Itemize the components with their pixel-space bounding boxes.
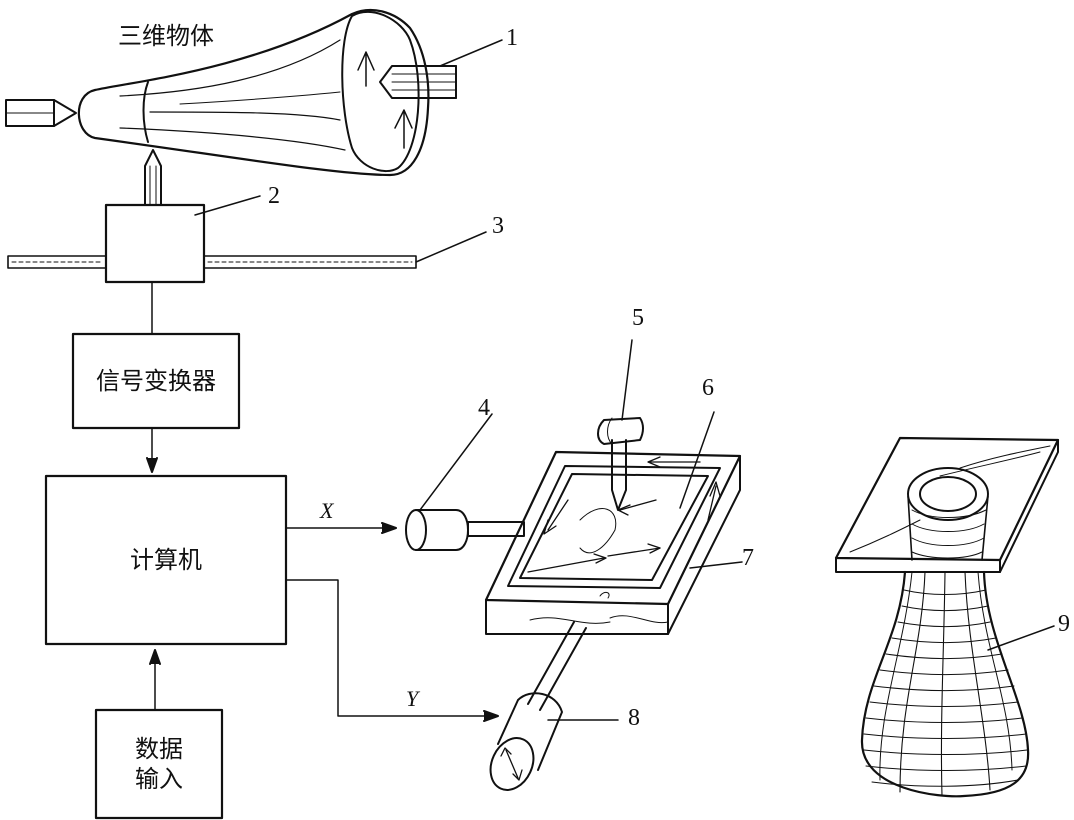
part-label-1: 1 bbox=[506, 25, 518, 51]
tool-5 bbox=[597, 339, 644, 511]
probe-bottom bbox=[144, 149, 162, 206]
axis-x-label: X bbox=[320, 498, 334, 523]
data-input-box bbox=[94, 649, 224, 820]
x-signal-line bbox=[285, 522, 397, 534]
computer-box bbox=[44, 474, 288, 646]
signal-converter-box bbox=[71, 281, 241, 473]
object-label: 三维物体 bbox=[118, 22, 214, 50]
signal-converter-label: 信号变换器 bbox=[96, 367, 216, 395]
worktable bbox=[484, 411, 743, 635]
computer-label: 计算机 bbox=[130, 546, 202, 574]
part-label-3: 3 bbox=[492, 213, 504, 239]
product-9 bbox=[834, 436, 1060, 798]
three-d-object bbox=[77, 8, 430, 177]
part-label-2: 2 bbox=[268, 183, 280, 209]
motor-4 bbox=[405, 413, 525, 551]
part-label-7: 7 bbox=[742, 545, 754, 571]
y-signal-line bbox=[285, 579, 499, 722]
carriage-2 bbox=[7, 195, 487, 284]
left-probe bbox=[5, 99, 77, 127]
part-label-6: 6 bbox=[702, 375, 714, 401]
part-label-8: 8 bbox=[628, 705, 640, 731]
part-label-9: 9 bbox=[1058, 611, 1070, 637]
part-label-5: 5 bbox=[632, 305, 644, 331]
roller-8 bbox=[489, 621, 619, 791]
part-label-4: 4 bbox=[478, 395, 490, 421]
data-input-label: 数据 输入 bbox=[135, 735, 183, 793]
probe-1 bbox=[379, 39, 503, 99]
axis-y-label: Y bbox=[406, 686, 419, 711]
